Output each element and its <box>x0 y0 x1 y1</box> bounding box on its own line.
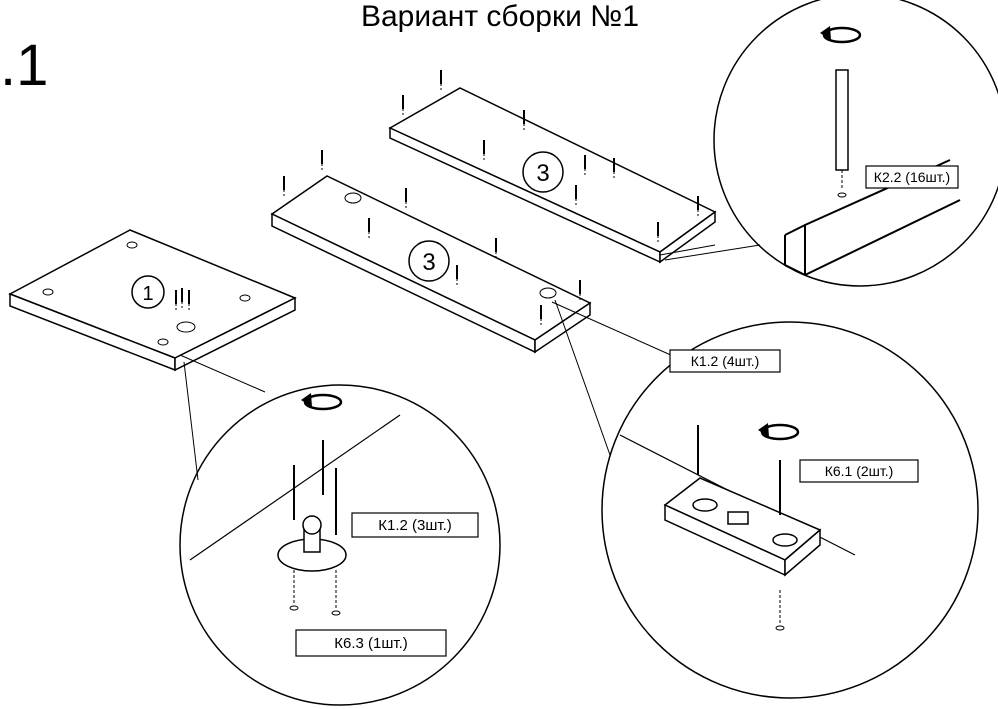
hinge-mount-plate-icon <box>663 477 822 577</box>
zoom-circle-dowel: К2.2 (16шт.) <box>659 0 998 287</box>
mount-disc-icon <box>277 515 347 572</box>
part-number-middle: 3 <box>422 249 435 276</box>
mount-knob-icon <box>176 321 196 333</box>
part-number-top: 3 <box>536 160 549 187</box>
callout-k22: К2.2 (16шт.) <box>874 169 950 185</box>
dowel-icon <box>835 69 849 171</box>
step-number: .1 <box>0 33 48 98</box>
callout-k63: К6.3 (1шт.) <box>334 635 408 652</box>
zoom-circle-hinge: К1.2 (4шт.) К6.1 (2шт.) <box>551 299 979 699</box>
diagram-title: Вариант сборки №1 <box>361 0 639 33</box>
part-marker-top <box>522 151 564 193</box>
callout-k61: К6.1 (2шт.) <box>825 463 894 479</box>
part-number-left: 1 <box>142 283 153 305</box>
callout-k12-left: К1.2 (3шт.) <box>378 517 452 534</box>
hinge-plate-icon <box>344 192 557 299</box>
callout-k12-right: К1.2 (4шт.) <box>691 353 760 369</box>
part-marker-middle <box>408 240 450 282</box>
zoom-circle-mount: К1.2 (3шт.) К6.3 (1шт.) <box>179 354 501 706</box>
part-marker-left <box>131 275 165 309</box>
left-panel-holes <box>42 241 251 346</box>
